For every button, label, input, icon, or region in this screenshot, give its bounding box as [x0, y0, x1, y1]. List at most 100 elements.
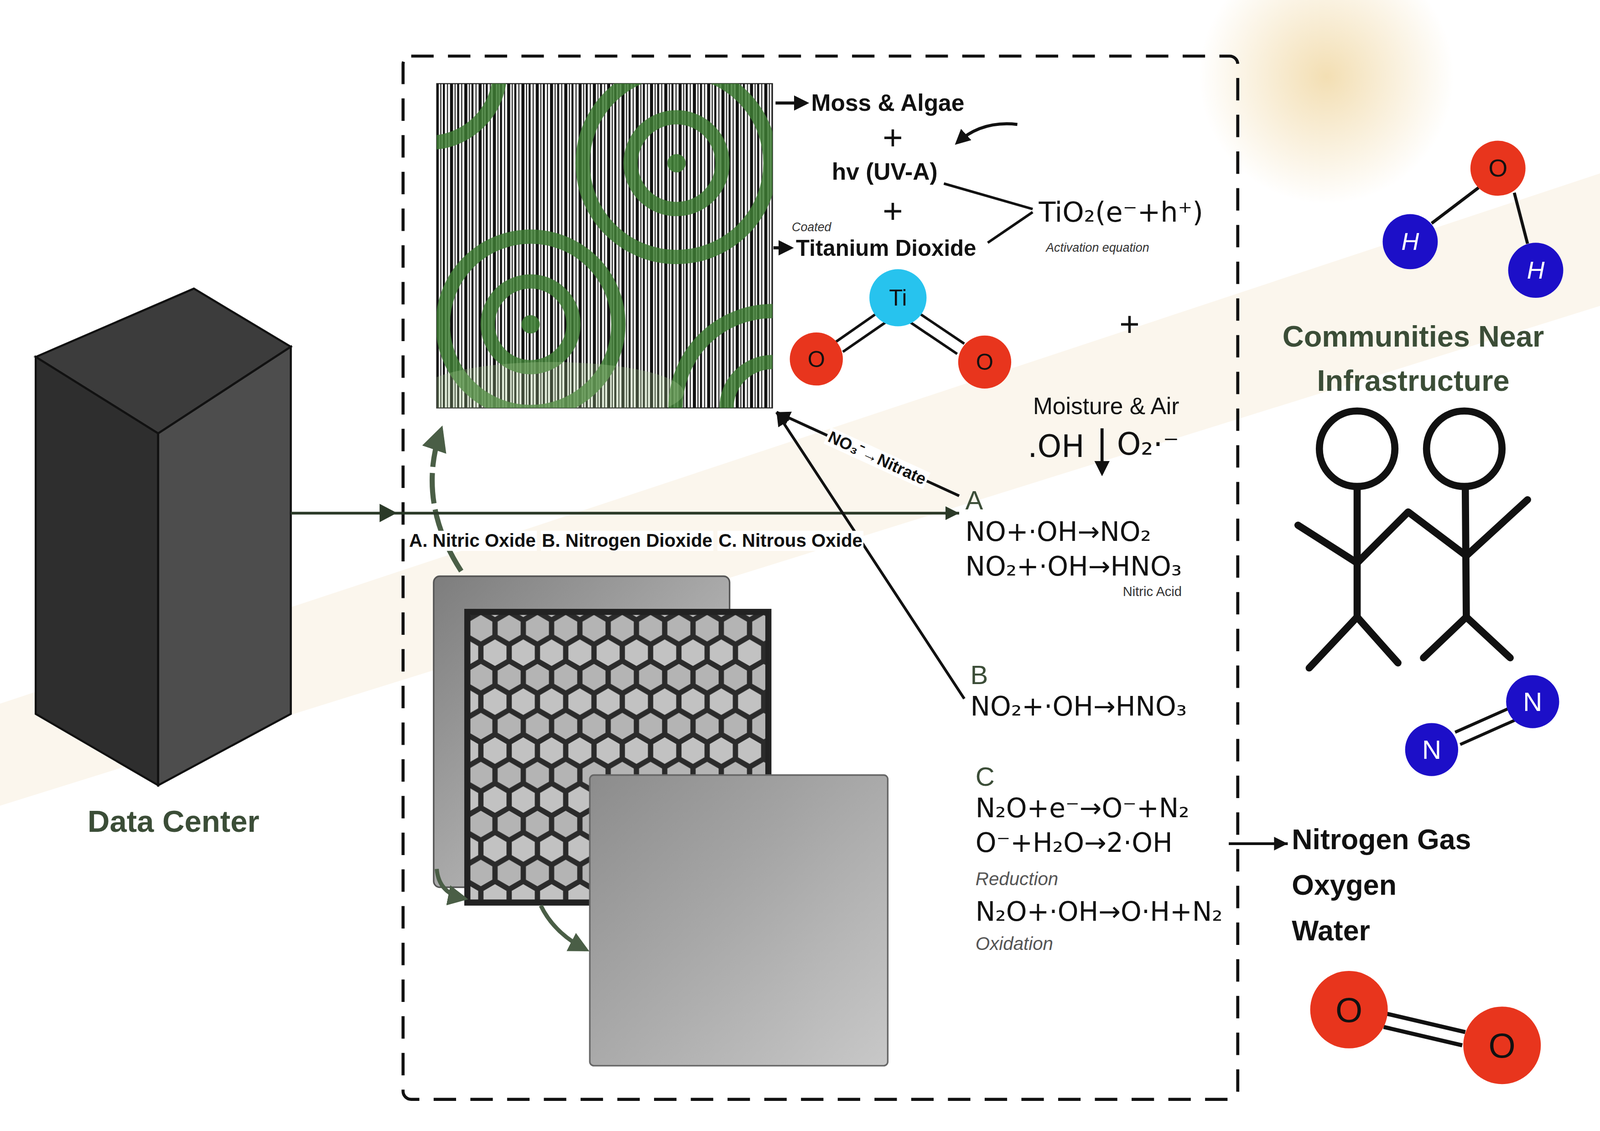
moss-panel: Moss & Algae: [436, 83, 773, 409]
reaction-text: NO+·OH→NO₂: [965, 514, 1182, 550]
reaction-text: Oxidation: [975, 933, 1223, 956]
double-bond: [834, 311, 879, 343]
reaction-text: Reduction: [975, 868, 1223, 891]
double-bond: [842, 322, 886, 353]
moss-haze: [436, 362, 684, 409]
light-haze: [0, 173, 1600, 806]
heading-text: Communities Near Infrastructure: [1250, 314, 1577, 404]
radical-label: .OH: [1027, 430, 1085, 464]
atom-label: N: [1422, 735, 1442, 765]
pointer-arrow: [773, 246, 791, 250]
atom-label: O: [1488, 1026, 1516, 1065]
stick-figures: [1298, 410, 1528, 669]
titanium-atom: [869, 269, 927, 327]
moss-rings: [436, 83, 773, 408]
atom-label: O: [807, 346, 826, 372]
oxygen-atom: [789, 332, 843, 386]
activation-equation: TiO₂(e⁻+h⁺): [1038, 197, 1204, 228]
figure-legs: [1309, 617, 1398, 669]
output-text: Nitrogen Gas: [1291, 816, 1471, 863]
nitrogen-atom: [1405, 723, 1459, 777]
atom-label: O: [976, 349, 994, 375]
plus-sign: +: [882, 192, 903, 231]
input-label: Moisture & Air: [1033, 393, 1180, 420]
output-gases: Nitrogen GasOxygenWater: [1287, 816, 1476, 954]
community-heading: Communities Near Infrastructure: [1250, 314, 1577, 404]
reaction-text: Nitric Acid: [965, 583, 1182, 600]
radical-label: O₂·⁻: [1116, 427, 1180, 462]
atom-label: O: [1335, 991, 1363, 1030]
tower-left-face: [35, 357, 158, 786]
reaction-text: B: [970, 660, 1188, 690]
atom-label: N: [1522, 687, 1543, 717]
atom-label: H: [1527, 256, 1545, 284]
moss-dot: [667, 154, 686, 173]
moss-ring: [436, 83, 501, 143]
pointer-arrow: [775, 101, 806, 105]
panel-label: Moss & Algae: [811, 88, 965, 118]
figure-body: [1353, 487, 1362, 618]
hydrogen-atom: [1382, 214, 1438, 270]
layer-arrow: [540, 905, 586, 950]
pollutant-label: C. Nitrous Oxide: [717, 530, 864, 551]
bracket-line: [943, 183, 1033, 210]
material-label: Titanium Dioxide: [795, 235, 977, 261]
double-bond: [1383, 1027, 1463, 1046]
nitrogen-atom: [1506, 675, 1559, 728]
coating-note: Coated: [791, 220, 832, 234]
double-bond: [910, 322, 958, 354]
reaction-group: CN₂O+e⁻→O⁻+N₂O⁻+H₂O→2·OH ReductionN₂O+·OH…: [969, 760, 1229, 958]
nitrate-connector: [776, 412, 965, 699]
double-bond: [1454, 707, 1511, 733]
output-text: Oxygen: [1291, 862, 1471, 908]
plus-sign: +: [1119, 305, 1140, 344]
pollutant-label: B. Nitrogen Dioxide: [540, 530, 714, 551]
moss-ring: [630, 117, 723, 209]
reaction-text: NO₂+·OH→HNO₃: [970, 689, 1188, 725]
moss-ring: [582, 83, 771, 257]
single-bond: [1431, 187, 1479, 224]
equation-caption: Activation equation: [1045, 241, 1149, 255]
output-connector: [1228, 842, 1288, 846]
reaction-text: O⁻+H₂O→2·OH: [975, 825, 1223, 861]
plus-sign: +: [882, 118, 903, 157]
pollutant-label: A. Nitric Oxide: [408, 530, 537, 551]
atom-label: H: [1401, 228, 1420, 256]
oxygen-atom: [1470, 140, 1526, 197]
filter-front-plate: [589, 775, 888, 1066]
light-source-label: hv (UV-A): [831, 158, 938, 185]
layer-arrow: [436, 868, 465, 899]
double-bond: [1459, 720, 1516, 745]
down-arrow: [1100, 428, 1104, 473]
moss-dot: [521, 315, 540, 334]
oxygen-atom: [1310, 971, 1388, 1049]
tower-right-face: [158, 346, 291, 786]
moss-ring: [726, 362, 773, 409]
flow-connector: [290, 511, 960, 515]
oxygen-atom: [958, 335, 1012, 389]
data-center-tower: Data Center: [35, 288, 291, 786]
reaction-text: C: [975, 762, 1223, 792]
hydrogen-atom: [1508, 242, 1564, 298]
atom-label: O: [1488, 155, 1508, 182]
edge-label: NO₃⁻→Nitrate: [823, 427, 931, 490]
figure-arms: [1298, 499, 1528, 564]
atom-label: Ti: [888, 285, 907, 311]
reaction-text: N₂O+e⁻→O⁻+N₂: [975, 791, 1223, 826]
reaction-text: A: [965, 485, 1182, 515]
curved-arrow: [957, 123, 1018, 143]
oxygen-atom: [1463, 1006, 1541, 1085]
bracket-line: [987, 212, 1033, 243]
reaction-text: N₂O+·OH→O·H+N₂: [975, 894, 1223, 930]
moss-ring: [675, 311, 773, 408]
reaction-group: BNO₂+·OH→HNO₃: [964, 658, 1193, 727]
reaction-group: ANO+·OH→NO₂NO₂+·OH→HNO₃Nitric Acid: [959, 483, 1188, 603]
system-boundary: [403, 56, 1238, 1100]
node-title: Data Center: [87, 803, 260, 841]
single-bond: [1514, 192, 1528, 245]
double-bond: [917, 311, 965, 344]
moss-ring: [487, 281, 574, 368]
